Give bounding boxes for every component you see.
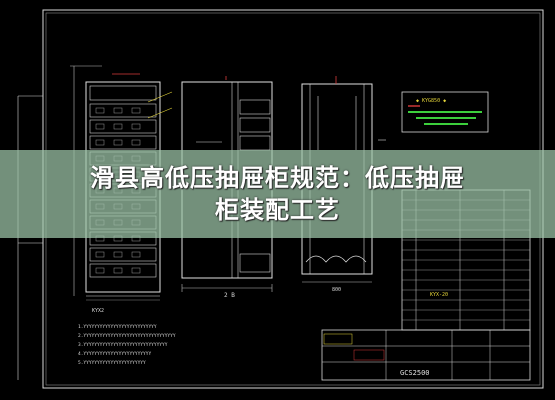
drawer-unit	[89, 103, 157, 118]
drawer-handle	[131, 267, 141, 274]
dimension-side: 2 B	[224, 292, 235, 299]
drawer-handle	[95, 251, 105, 258]
drawer-handle	[95, 267, 105, 274]
drawer-handle	[131, 123, 141, 130]
drawer-handle	[95, 123, 105, 130]
note-line: 3.YYYYYYYYYYYYYYYYYYYYYYYYYYYYYYY	[78, 342, 168, 348]
drawer-handle	[95, 107, 105, 114]
title-banner: 滑县高低压抽屉柜规范：低压抽屉 柜装配工艺	[0, 150, 555, 238]
panel-model: GCS2500	[400, 369, 430, 377]
drawer-handle	[131, 251, 141, 258]
note-line: 2.YYYYYYYYYYYYYYYYYYYYYYYYYYYYYYYYYY	[78, 333, 176, 339]
note-line: 5.YYYYYYYYYYYYYYYYYYYYYYY	[78, 360, 146, 366]
drawer-handle	[113, 123, 123, 130]
table-cell: KYX-20	[430, 292, 448, 298]
page-title-line-1: 滑县高低压抽屉柜规范：低压抽屉	[90, 164, 465, 192]
legend-box	[401, 91, 489, 133]
note-line: 4.YYYYYYYYYYYYYYYYYYYYYYYYY	[78, 351, 151, 357]
left-label: KYX2	[92, 308, 104, 314]
page-title-line-2: 柜装配工艺	[215, 196, 340, 224]
legend-label: ◆ KYG850 ◆	[416, 98, 446, 104]
dimension-front: 800	[332, 287, 341, 293]
drawer-unit	[89, 263, 157, 278]
title-block	[321, 329, 531, 381]
drawer-unit	[89, 247, 157, 262]
drawer-handle	[113, 107, 123, 114]
drawer-handle	[113, 139, 123, 146]
drawer-handle	[113, 251, 123, 258]
drawer-handle	[131, 139, 141, 146]
drawer-unit	[89, 119, 157, 134]
note-line: 1.YYYYYYYYYYYYYYYYYYYYYYYYYYY	[78, 324, 157, 330]
drawer-handle	[131, 107, 141, 114]
drawer-handle	[113, 267, 123, 274]
drawer-handle	[95, 139, 105, 146]
technical-notes: 1.YYYYYYYYYYYYYYYYYYYYYYYYYYY 2.YYYYYYYYY…	[78, 324, 176, 366]
drawer-unit	[89, 135, 157, 150]
